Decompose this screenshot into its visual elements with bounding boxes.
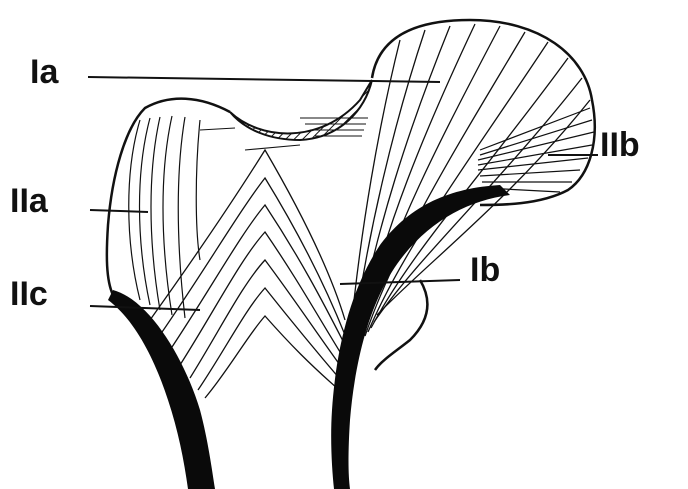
leader-line-ib	[340, 280, 460, 284]
leader-line-ia	[88, 77, 440, 82]
label-iic: IIc	[10, 277, 48, 311]
label-ia: Ia	[30, 55, 58, 89]
label-iia: IIa	[10, 184, 48, 218]
label-iib: IIb	[600, 128, 640, 162]
leader-line-iic	[90, 306, 200, 310]
label-ib: Ib	[470, 253, 500, 287]
leader-line-iia	[90, 210, 148, 212]
